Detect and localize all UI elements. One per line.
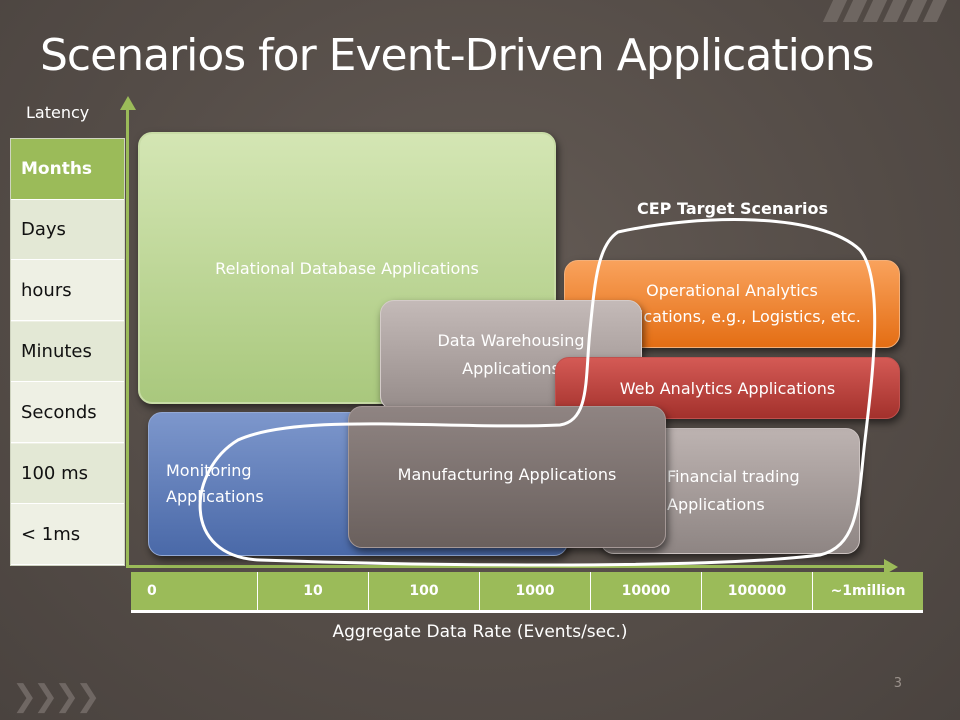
rate-tick-1000: 1000 <box>480 572 591 610</box>
latency-row-seconds: Seconds <box>11 383 124 443</box>
latency-row-1ms: < 1ms <box>11 505 124 565</box>
latency-axis-label: Latency <box>26 103 90 122</box>
web-analytics-label: Web Analytics Applications <box>619 378 836 398</box>
operational-analytics-label-2: Applications, e.g., Logistics, etc. <box>603 307 861 326</box>
x-axis-arrow <box>884 559 898 575</box>
latency-row-100ms: 100 ms <box>11 444 124 504</box>
rate-tick-100000: 100000 <box>702 572 813 610</box>
page-number: 3 <box>893 676 902 691</box>
financial-trading-label-2: Applications <box>667 495 765 514</box>
y-axis-line <box>126 106 129 568</box>
rate-axis-label: Aggregate Data Rate (Events/sec.) <box>332 622 628 642</box>
manufacturing-box: Manufacturing Applications <box>348 406 666 548</box>
latency-row-days: Days <box>11 200 124 260</box>
latency-row-hours: hours <box>11 261 124 321</box>
y-axis-arrow <box>120 96 136 110</box>
relational-database-label: Relational Database Applications <box>215 258 479 278</box>
latency-header: Months <box>11 139 124 200</box>
rate-tick-10000: 10000 <box>591 572 702 610</box>
rate-tick-1million: ~1million <box>830 583 906 599</box>
data-warehousing-label-1: Data Warehousing <box>437 331 585 350</box>
cep-target-label: CEP Target Scenarios <box>637 199 828 218</box>
monitoring-label-2: Applications <box>166 487 264 506</box>
data-warehousing-label-2: Applications <box>462 359 560 378</box>
rate-tick-100: 100 <box>369 572 480 610</box>
rate-table-underline <box>131 610 923 613</box>
slide-title: Scenarios for Event-Driven Applications <box>40 30 875 81</box>
latency-row-minutes: Minutes <box>11 322 124 382</box>
decorative-chevrons-icon: ❯❯❯❯ <box>12 679 101 714</box>
operational-analytics-label-1: Operational Analytics <box>646 281 818 300</box>
latency-table: Months Days hours Minutes Seconds 100 ms… <box>10 138 125 566</box>
x-axis-line <box>126 565 886 568</box>
manufacturing-label: Manufacturing Applications <box>397 465 617 484</box>
rate-tick-0: 0 <box>131 572 258 610</box>
rate-table: 0 10 100 1000 10000 100000 ~1million <box>131 572 923 610</box>
financial-trading-label-1: Financial trading <box>667 467 800 486</box>
rate-tick-10: 10 <box>258 572 369 610</box>
